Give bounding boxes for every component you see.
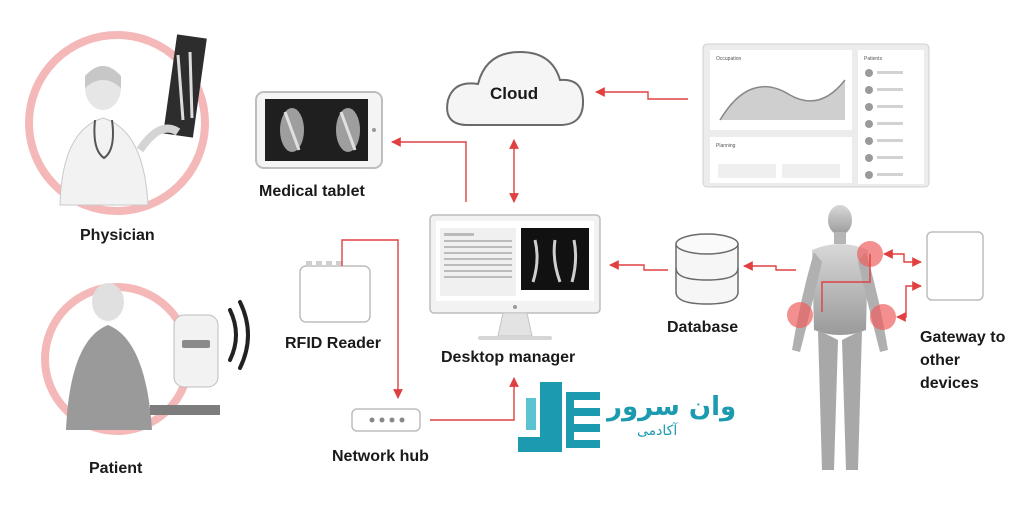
dashboard-patients-title: Patients [864,56,883,62]
medical-tablet-label: Medical tablet [259,183,365,200]
logo-text-sub: آکادمی [637,423,678,439]
dashboard-occupation-title: Occupation [716,56,742,62]
connectors [341,87,922,421]
gateway-device [926,231,984,301]
patient-illustration [41,283,250,435]
connector-hub-to-desktop [430,377,519,421]
logo-mark [518,382,600,452]
connector-desktop-to-tablet [391,137,467,202]
connector-dashboard-to-cloud [595,87,688,100]
physician-label: Physician [80,227,155,244]
gateway-label: Gateway to other devices [920,329,1006,392]
rfid-reader-label: RFID Reader [285,335,382,352]
rfid-reader-device [299,261,371,323]
connector-body-to-database [743,261,796,271]
patient-label: Patient [89,460,143,477]
physician-illustration [25,31,209,215]
connector-database-to-desktop [609,260,668,271]
connector-rfid-to-hub [341,239,403,399]
database-label: Database [667,319,739,336]
network-hub-device [351,408,421,432]
human-body-figure [787,205,896,470]
dashboard-planning-title: Planning [716,143,736,149]
connector-body-to-gateway-bottom [896,281,922,322]
network-hub-label: Network hub [332,448,429,465]
connector-body-internal [821,254,871,312]
logo-text-main: وان سرور [607,392,737,422]
medical-tablet [255,91,383,169]
cloud-label: Cloud [490,84,539,103]
desktop-manager-label: Desktop manager [441,349,576,366]
database-cylinder [675,233,739,305]
cloud-shape [446,50,585,126]
desktop-monitor [429,214,601,340]
dashboard-screenshot: Occupation Patients Planning [702,43,930,188]
connector-body-to-gateway-top [883,249,922,267]
